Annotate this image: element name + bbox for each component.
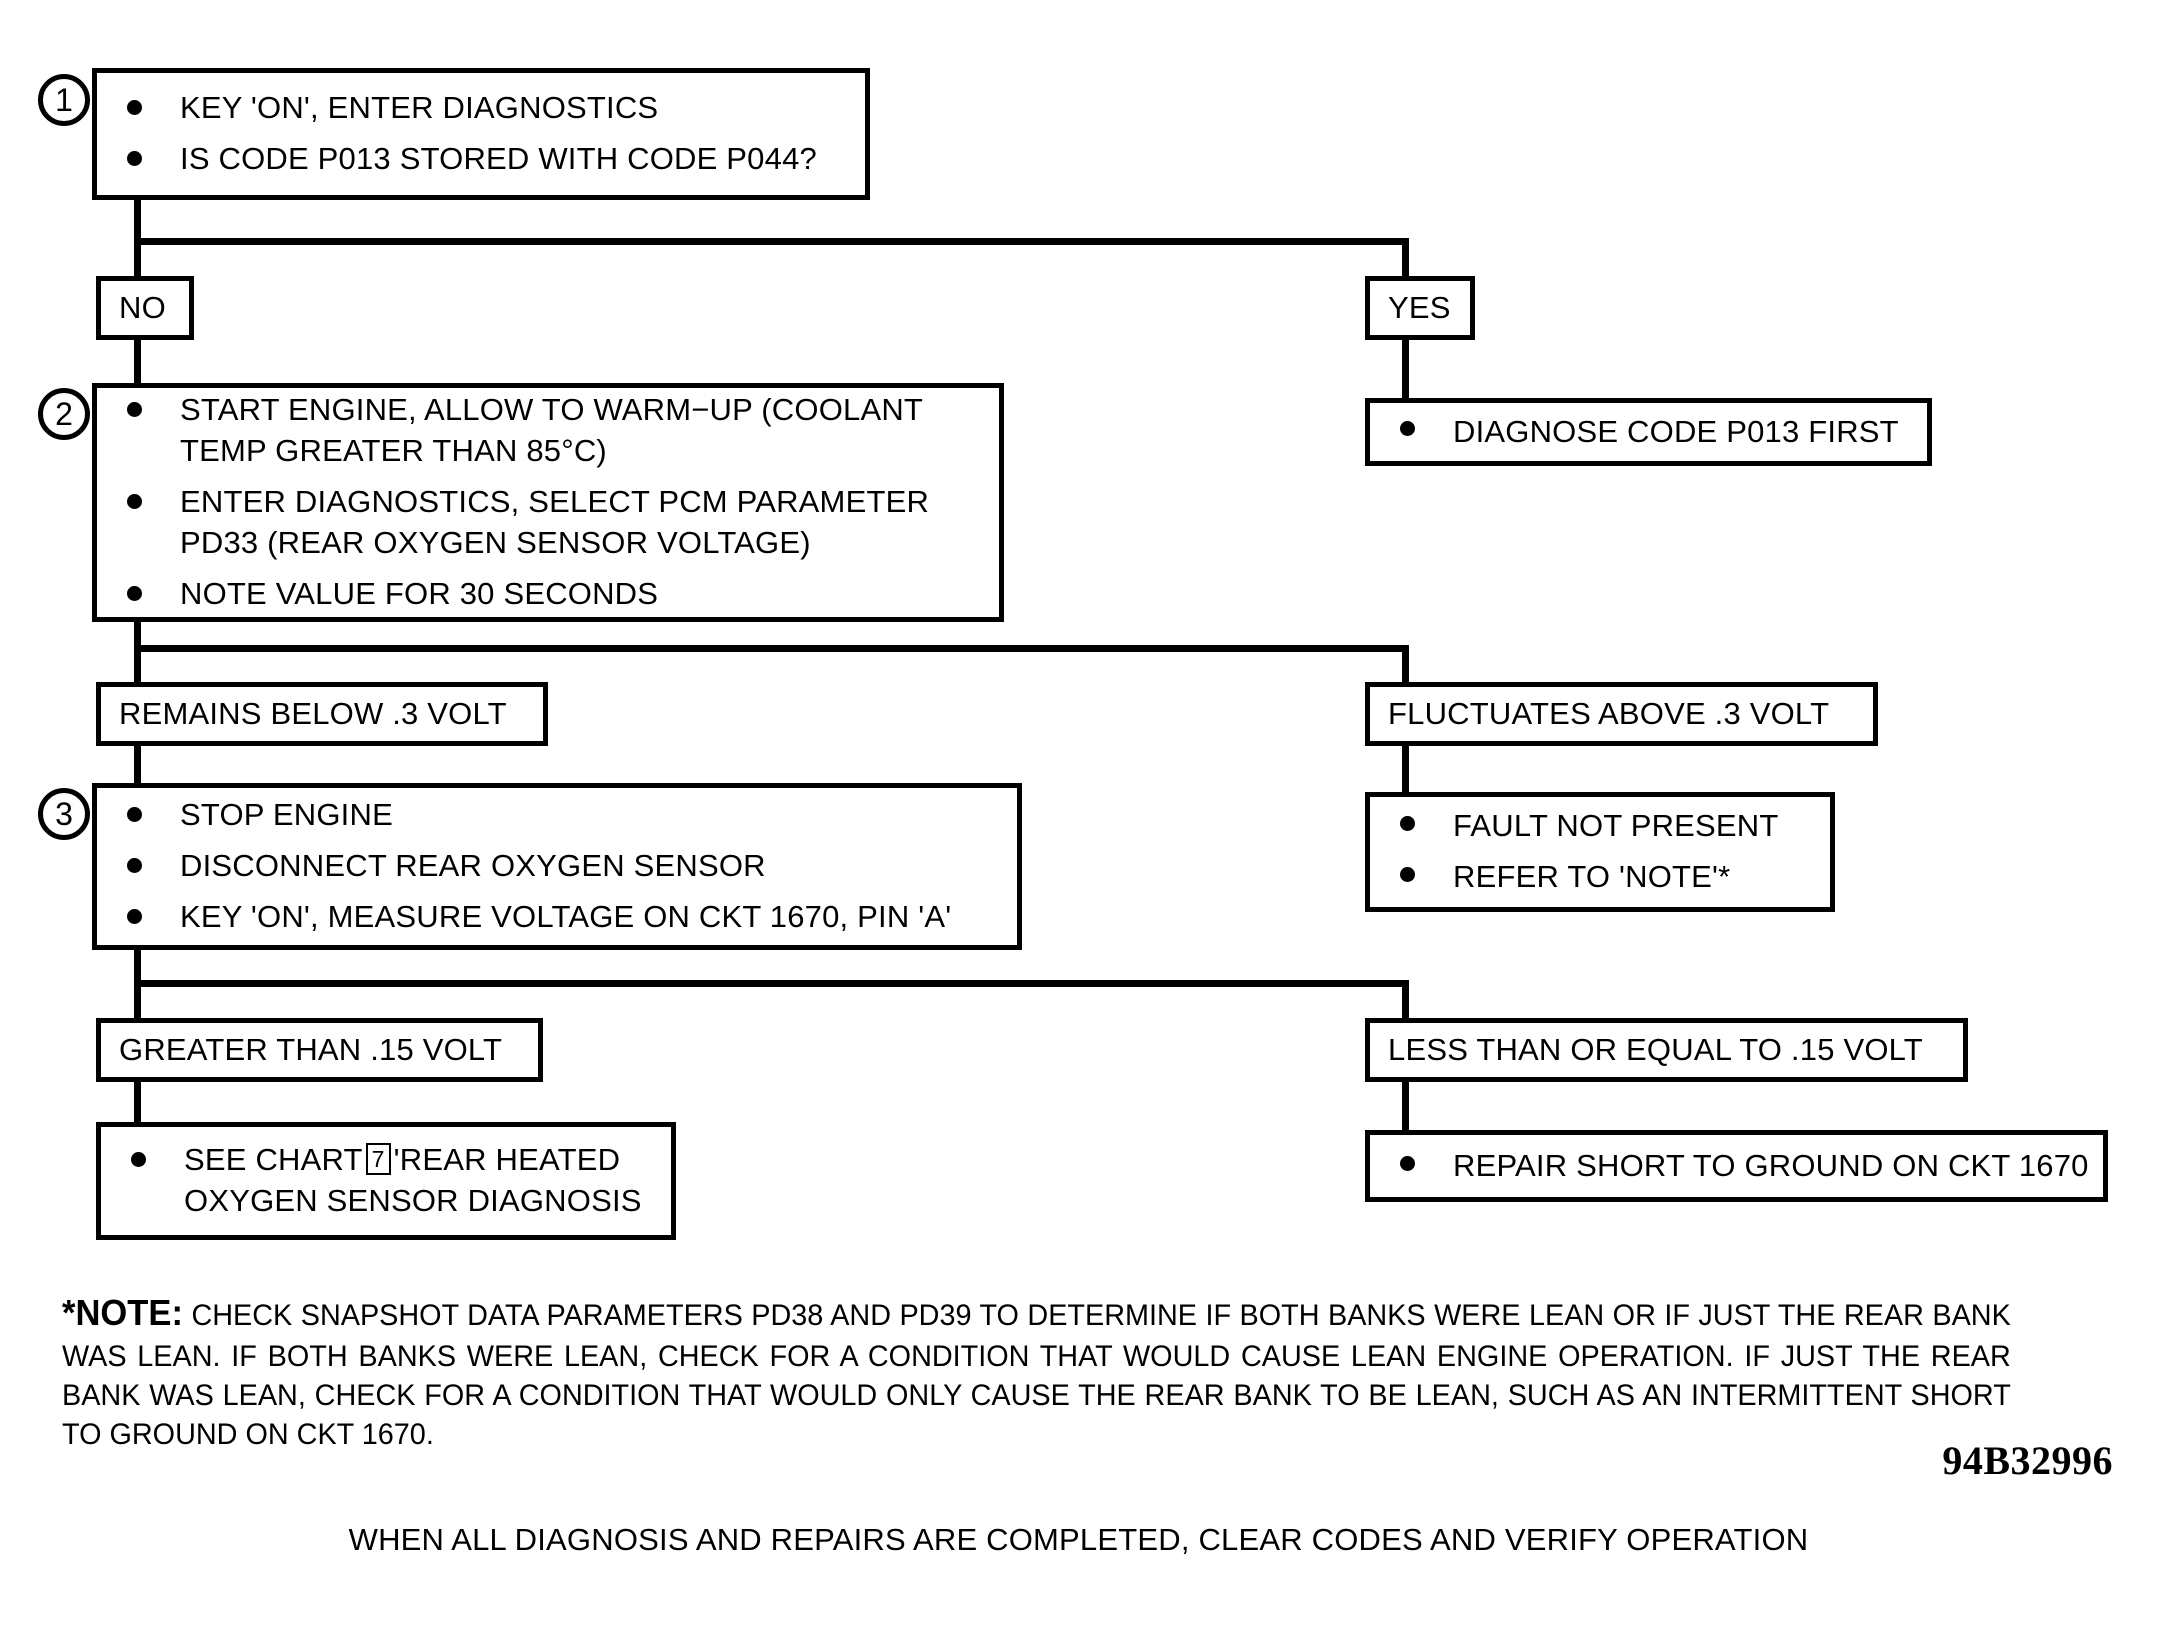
outcome-repair-short-box: REPAIR SHORT TO GROUND ON CKT 1670 — [1365, 1130, 2108, 1202]
list-item: REPAIR SHORT TO GROUND ON CKT 1670 — [1384, 1146, 2089, 1187]
step-3-bullet-2-text: DISCONNECT REAR OXYGEN SENSOR — [180, 848, 766, 884]
branch-label-greater-than-text: GREATER THAN .15 VOLT — [119, 1032, 503, 1067]
note-body: CHECK SNAPSHOT DATA PARAMETERS PD38 AND … — [62, 1299, 2011, 1451]
list-item: KEY 'ON', MEASURE VOLTAGE ON CKT 1670, P… — [111, 897, 1003, 938]
outcome-diagnose-p013-list: DIAGNOSE CODE P013 FIRST — [1384, 412, 1913, 453]
step-2-bullet-3-text: NOTE VALUE FOR 30 SECONDS — [180, 575, 659, 611]
bullet-icon — [127, 494, 142, 510]
step-3-bullet-list: STOP ENGINE DISCONNECT REAR OXYGEN SENSO… — [111, 795, 1003, 938]
outcome-diagnose-p013-text: DIAGNOSE CODE P013 FIRST — [1453, 413, 1899, 449]
bullet-icon — [127, 585, 142, 601]
branch-label-less-than-equal-text: LESS THAN OR EQUAL TO .15 VOLT — [1388, 1032, 1923, 1067]
outcome-fault-not-present-box: FAULT NOT PRESENT REFER TO 'NOTE'* — [1365, 792, 1835, 912]
bullet-icon — [131, 1152, 146, 1168]
list-item: ENTER DIAGNOSTICS, SELECT PCM PARAMETER … — [111, 482, 985, 564]
connector-step2-down — [134, 622, 141, 650]
bullet-icon — [1400, 1155, 1415, 1171]
branch-label-greater-than: GREATER THAN .15 VOLT — [96, 1018, 543, 1082]
step-1-bullet-2-text: IS CODE P013 STORED WITH CODE P044? — [180, 141, 817, 176]
bullet-icon — [127, 151, 142, 166]
step-1-bullet-1-text: KEY 'ON', ENTER DIAGNOSTICS — [180, 90, 659, 126]
step-2-bullet-list: START ENGINE, ALLOW TO WARM−UP (COOLANT … — [111, 390, 985, 615]
connector-branch-bar-2 — [134, 645, 1409, 652]
note-label: NOTE: — [75, 1292, 183, 1333]
outcome-refer-to-note-text: REFER TO 'NOTE'* — [1453, 859, 1731, 894]
step-1-bullet-list: KEY 'ON', ENTER DIAGNOSTICS IS CODE P013… — [111, 88, 851, 180]
list-item: FAULT NOT PRESENT — [1384, 806, 1816, 847]
outcome-repair-short-list: REPAIR SHORT TO GROUND ON CKT 1670 — [1384, 1146, 2089, 1187]
connector-no-down — [134, 340, 141, 388]
list-item: NOTE VALUE FOR 30 SECONDS — [111, 574, 985, 615]
step-3-bullet-1-text: STOP ENGINE — [180, 797, 393, 833]
connector-step3-down — [134, 950, 141, 984]
note-star: * — [62, 1292, 76, 1333]
connector-yes-down — [1402, 340, 1409, 398]
bullet-icon — [1400, 816, 1415, 832]
step-number-1: 1 — [38, 74, 90, 126]
step-number-3: 3 — [38, 788, 90, 840]
chart-reference-icon: 7 — [365, 1143, 391, 1176]
outcome-fault-not-present-text: FAULT NOT PRESENT — [1453, 808, 1779, 844]
branch-label-yes-text: YES — [1388, 290, 1451, 325]
list-item: KEY 'ON', ENTER DIAGNOSTICS — [111, 88, 851, 129]
outcome-repair-short-text: REPAIR SHORT TO GROUND ON CKT 1670 — [1453, 1147, 2089, 1183]
list-item: START ENGINE, ALLOW TO WARM−UP (COOLANT … — [111, 390, 985, 472]
connector-branch-left-1 — [134, 238, 141, 276]
bullet-icon — [1400, 420, 1415, 436]
step-number-2: 2 — [38, 388, 90, 440]
list-item: DIAGNOSE CODE P013 FIRST — [1384, 412, 1913, 453]
see-chart-suffix: 'REAR HEATED OXYGEN SENSOR DIAGNOSIS — [184, 1142, 642, 1218]
list-item: STOP ENGINE — [111, 795, 1003, 836]
list-item: IS CODE P013 STORED WITH CODE P044? — [111, 139, 851, 180]
step-2-bullet-2-text: ENTER DIAGNOSTICS, SELECT PCM PARAMETER … — [180, 484, 930, 560]
branch-label-less-than-equal: LESS THAN OR EQUAL TO .15 VOLT — [1365, 1018, 1968, 1082]
bullet-icon — [127, 402, 142, 418]
connector-branch-left-2 — [134, 645, 141, 683]
branch-label-fluctuates-above-text: FLUCTUATES ABOVE .3 VOLT — [1388, 696, 1830, 731]
document-id: 94B32996 — [1942, 1438, 2113, 1483]
connector-fluctuates-above-down — [1402, 746, 1409, 792]
connector-branch-right-3 — [1402, 980, 1409, 1018]
footer-instruction: WHEN ALL DIAGNOSIS AND REPAIRS ARE COMPL… — [348, 1522, 1809, 1557]
bullet-icon — [1400, 867, 1415, 882]
connector-branch-right-2 — [1402, 645, 1409, 683]
step-2-box: START ENGINE, ALLOW TO WARM−UP (COOLANT … — [92, 383, 1004, 622]
bullet-icon — [127, 807, 142, 823]
note-paragraph: *NOTE: CHECK SNAPSHOT DATA PARAMETERS PD… — [62, 1290, 2011, 1454]
branch-label-yes: YES — [1365, 276, 1475, 340]
bullet-icon — [127, 858, 142, 874]
step-number-3-label: 3 — [55, 796, 73, 832]
branch-label-no: NO — [96, 276, 194, 340]
connector-less-than-equal-down — [1402, 1082, 1409, 1130]
step-3-bullet-3-text: KEY 'ON', MEASURE VOLTAGE ON CKT 1670, P… — [180, 898, 952, 934]
connector-branch-left-3 — [134, 980, 141, 1018]
connector-branch-bar-3 — [134, 980, 1409, 987]
step-1-box: KEY 'ON', ENTER DIAGNOSTICS IS CODE P013… — [92, 68, 870, 200]
step-number-2-label: 2 — [55, 396, 73, 432]
branch-label-remains-below: REMAINS BELOW .3 VOLT — [96, 682, 548, 746]
connector-remains-below-down — [134, 746, 141, 784]
branch-label-fluctuates-above: FLUCTUATES ABOVE .3 VOLT — [1365, 682, 1878, 746]
outcome-fault-not-present-list: FAULT NOT PRESENT REFER TO 'NOTE'* — [1384, 806, 1816, 898]
connector-greater-than-down — [134, 1082, 141, 1122]
connector-step1-down — [134, 200, 141, 244]
step-2-bullet-1-text: START ENGINE, ALLOW TO WARM−UP (COOLANT … — [180, 392, 924, 469]
branch-label-no-text: NO — [119, 290, 166, 325]
step-number-1-label: 1 — [55, 82, 73, 118]
connector-branch-bar-1 — [134, 238, 1409, 245]
list-item: DISCONNECT REAR OXYGEN SENSOR — [111, 846, 1003, 887]
bullet-icon — [127, 908, 142, 924]
step-3-box: STOP ENGINE DISCONNECT REAR OXYGEN SENSO… — [92, 783, 1022, 950]
branch-label-remains-below-text: REMAINS BELOW .3 VOLT — [119, 696, 507, 731]
bullet-icon — [127, 100, 142, 116]
connector-branch-right-1 — [1402, 238, 1409, 276]
outcome-diagnose-p013-box: DIAGNOSE CODE P013 FIRST — [1365, 398, 1932, 466]
see-chart-prefix: SEE CHART — [184, 1142, 363, 1178]
list-item: REFER TO 'NOTE'* — [1384, 857, 1816, 898]
